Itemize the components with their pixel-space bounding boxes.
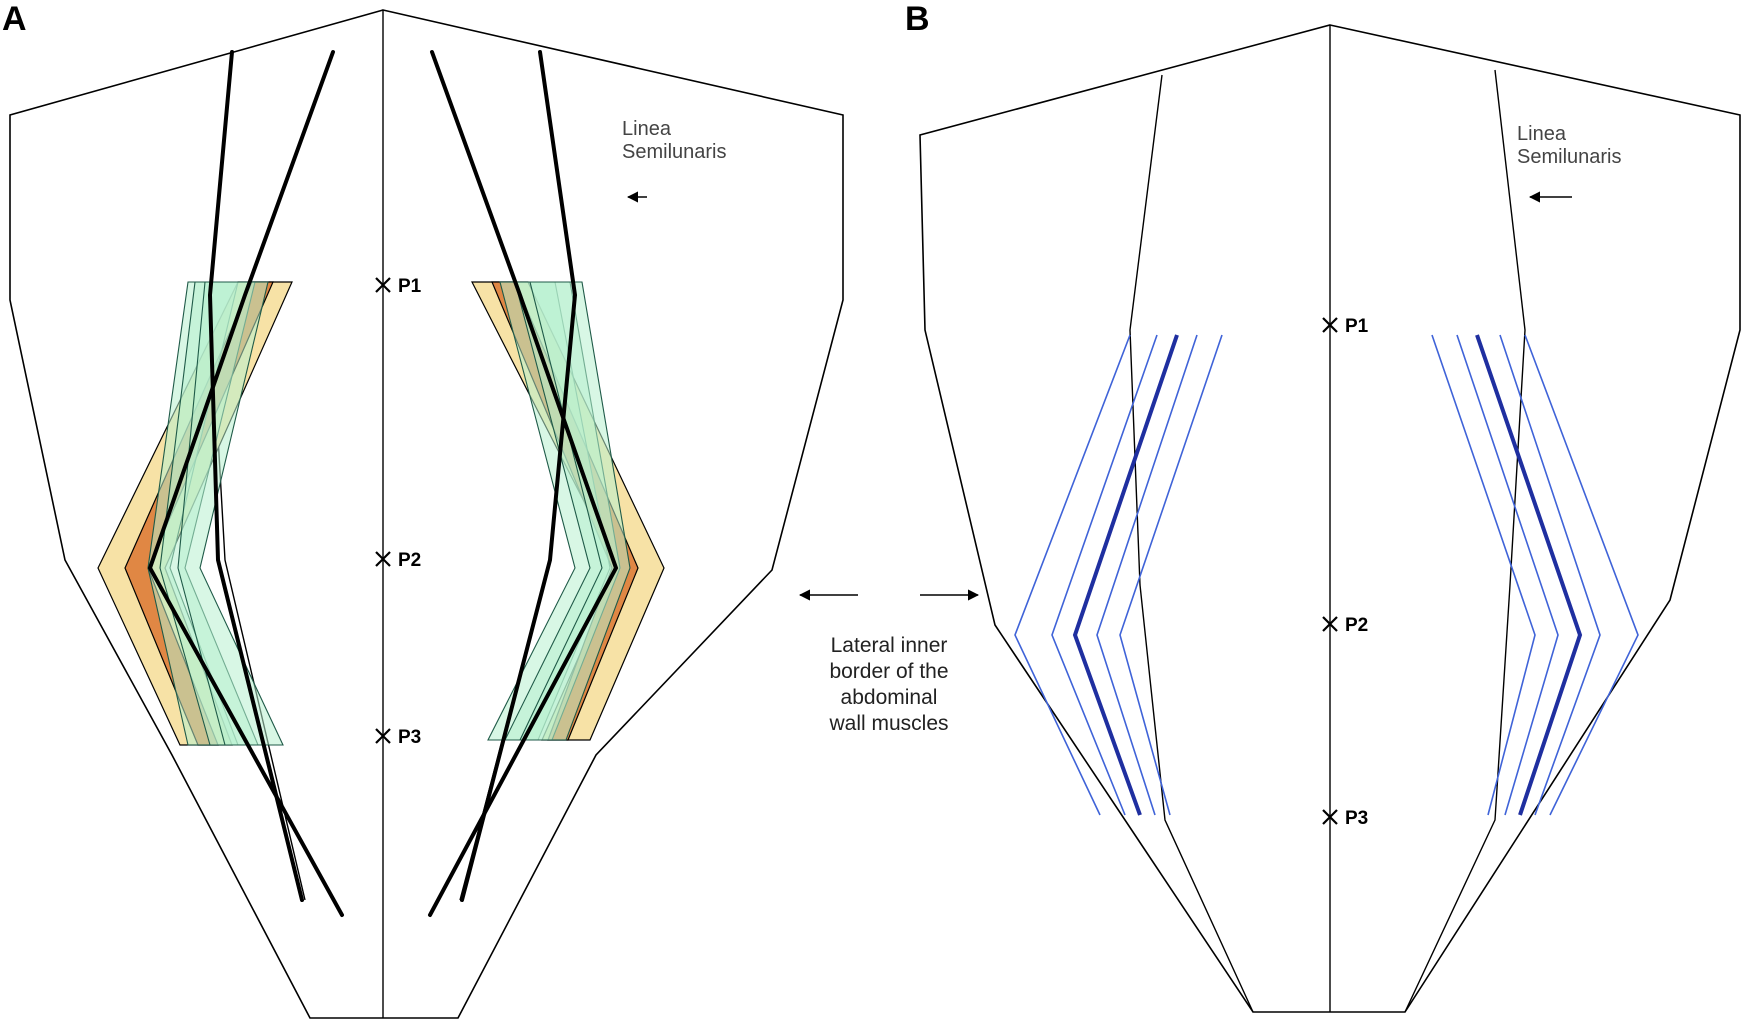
panel-a-p3-label: P3 [398, 727, 421, 748]
panel-b-point-p1: P1 [1322, 316, 1369, 337]
panel-b-linea-semilunaris-annotation: Linea Semilunaris [1517, 123, 1621, 203]
panel-b-right-mesh [1431, 334, 1639, 816]
panel-a-linea-semilunaris-left [209, 51, 306, 901]
panel-a-left-green-band-3 [177, 281, 284, 746]
panel-a: A P1 [2, 0, 844, 1019]
panel-b-letter: B [905, 0, 930, 38]
panel-b-p2-label: P2 [1345, 615, 1368, 636]
panel-a-left-bands [97, 281, 293, 746]
panel-b-right-mesh-center-line [1475, 334, 1583, 816]
panel-b-left-mesh-line-1 [1014, 334, 1131, 816]
panel-b-left-mesh-line-4 [1096, 334, 1198, 816]
panel-b-right-mesh-line-2 [1456, 334, 1559, 816]
panel-a-linea-semilunaris-annotation: Linea Semilunaris [622, 118, 726, 203]
panel-b-linea-semilunaris-left [1129, 74, 1254, 1013]
panel-a-point-p2: P2 [375, 550, 421, 571]
panel-a-point-p1: P1 [375, 276, 422, 297]
panel-a-thick-line-right-inner [428, 50, 619, 917]
panel-b-abdomen-outline [919, 24, 1741, 1013]
panel-b-linea-text-2: Semilunaris [1517, 146, 1621, 168]
panel-a-thick-line-left-outer [207, 50, 304, 902]
panel-b-p3-label: P3 [1345, 808, 1368, 829]
lateral-border-text-4: wall muscles [828, 712, 948, 735]
lateral-border-text-3: abdominal [841, 686, 938, 709]
panel-a-letter: A [2, 0, 27, 38]
panel-b-right-mesh-line-5 [1524, 334, 1639, 816]
panel-a-linea-text-1: Linea [622, 118, 672, 140]
lateral-border-annotation: Lateral inner border of the abdominal wa… [798, 589, 980, 735]
panel-b-point-p2: P2 [1322, 615, 1368, 636]
panel-b-linea-semilunaris-right [1404, 69, 1526, 1013]
panel-b-left-mesh-center-line [1072, 334, 1179, 816]
lateral-border-text-1: Lateral inner [831, 634, 948, 657]
panel-a-linea-text-2: Semilunaris [622, 141, 726, 163]
panel-b-left-mesh [1014, 334, 1223, 816]
panel-b-p1-label: P1 [1345, 316, 1369, 337]
panel-a-abdomen-outline [9, 9, 844, 1019]
panel-b: B P1 P2 [905, 0, 1741, 1013]
panel-a-thick-line-left-inner [147, 50, 344, 917]
panel-b-point-p3: P3 [1322, 808, 1368, 829]
panel-a-right-bands [471, 281, 665, 741]
panel-b-left-mesh-line-2 [1051, 334, 1158, 816]
panel-a-p2-label: P2 [398, 550, 421, 571]
panel-b-right-mesh-line-4 [1499, 334, 1601, 816]
panel-a-thick-line-right-outer [460, 50, 578, 902]
panel-b-right-mesh-line-1 [1431, 334, 1536, 816]
panel-a-p1-label: P1 [398, 276, 422, 297]
panel-a-right-green-band-3 [519, 281, 631, 741]
panel-a-point-p3: P3 [375, 727, 421, 748]
lateral-border-text-2: border of the [829, 660, 948, 683]
panel-b-linea-text-1: Linea [1517, 123, 1567, 145]
panel-b-left-mesh-line-5 [1119, 334, 1223, 816]
